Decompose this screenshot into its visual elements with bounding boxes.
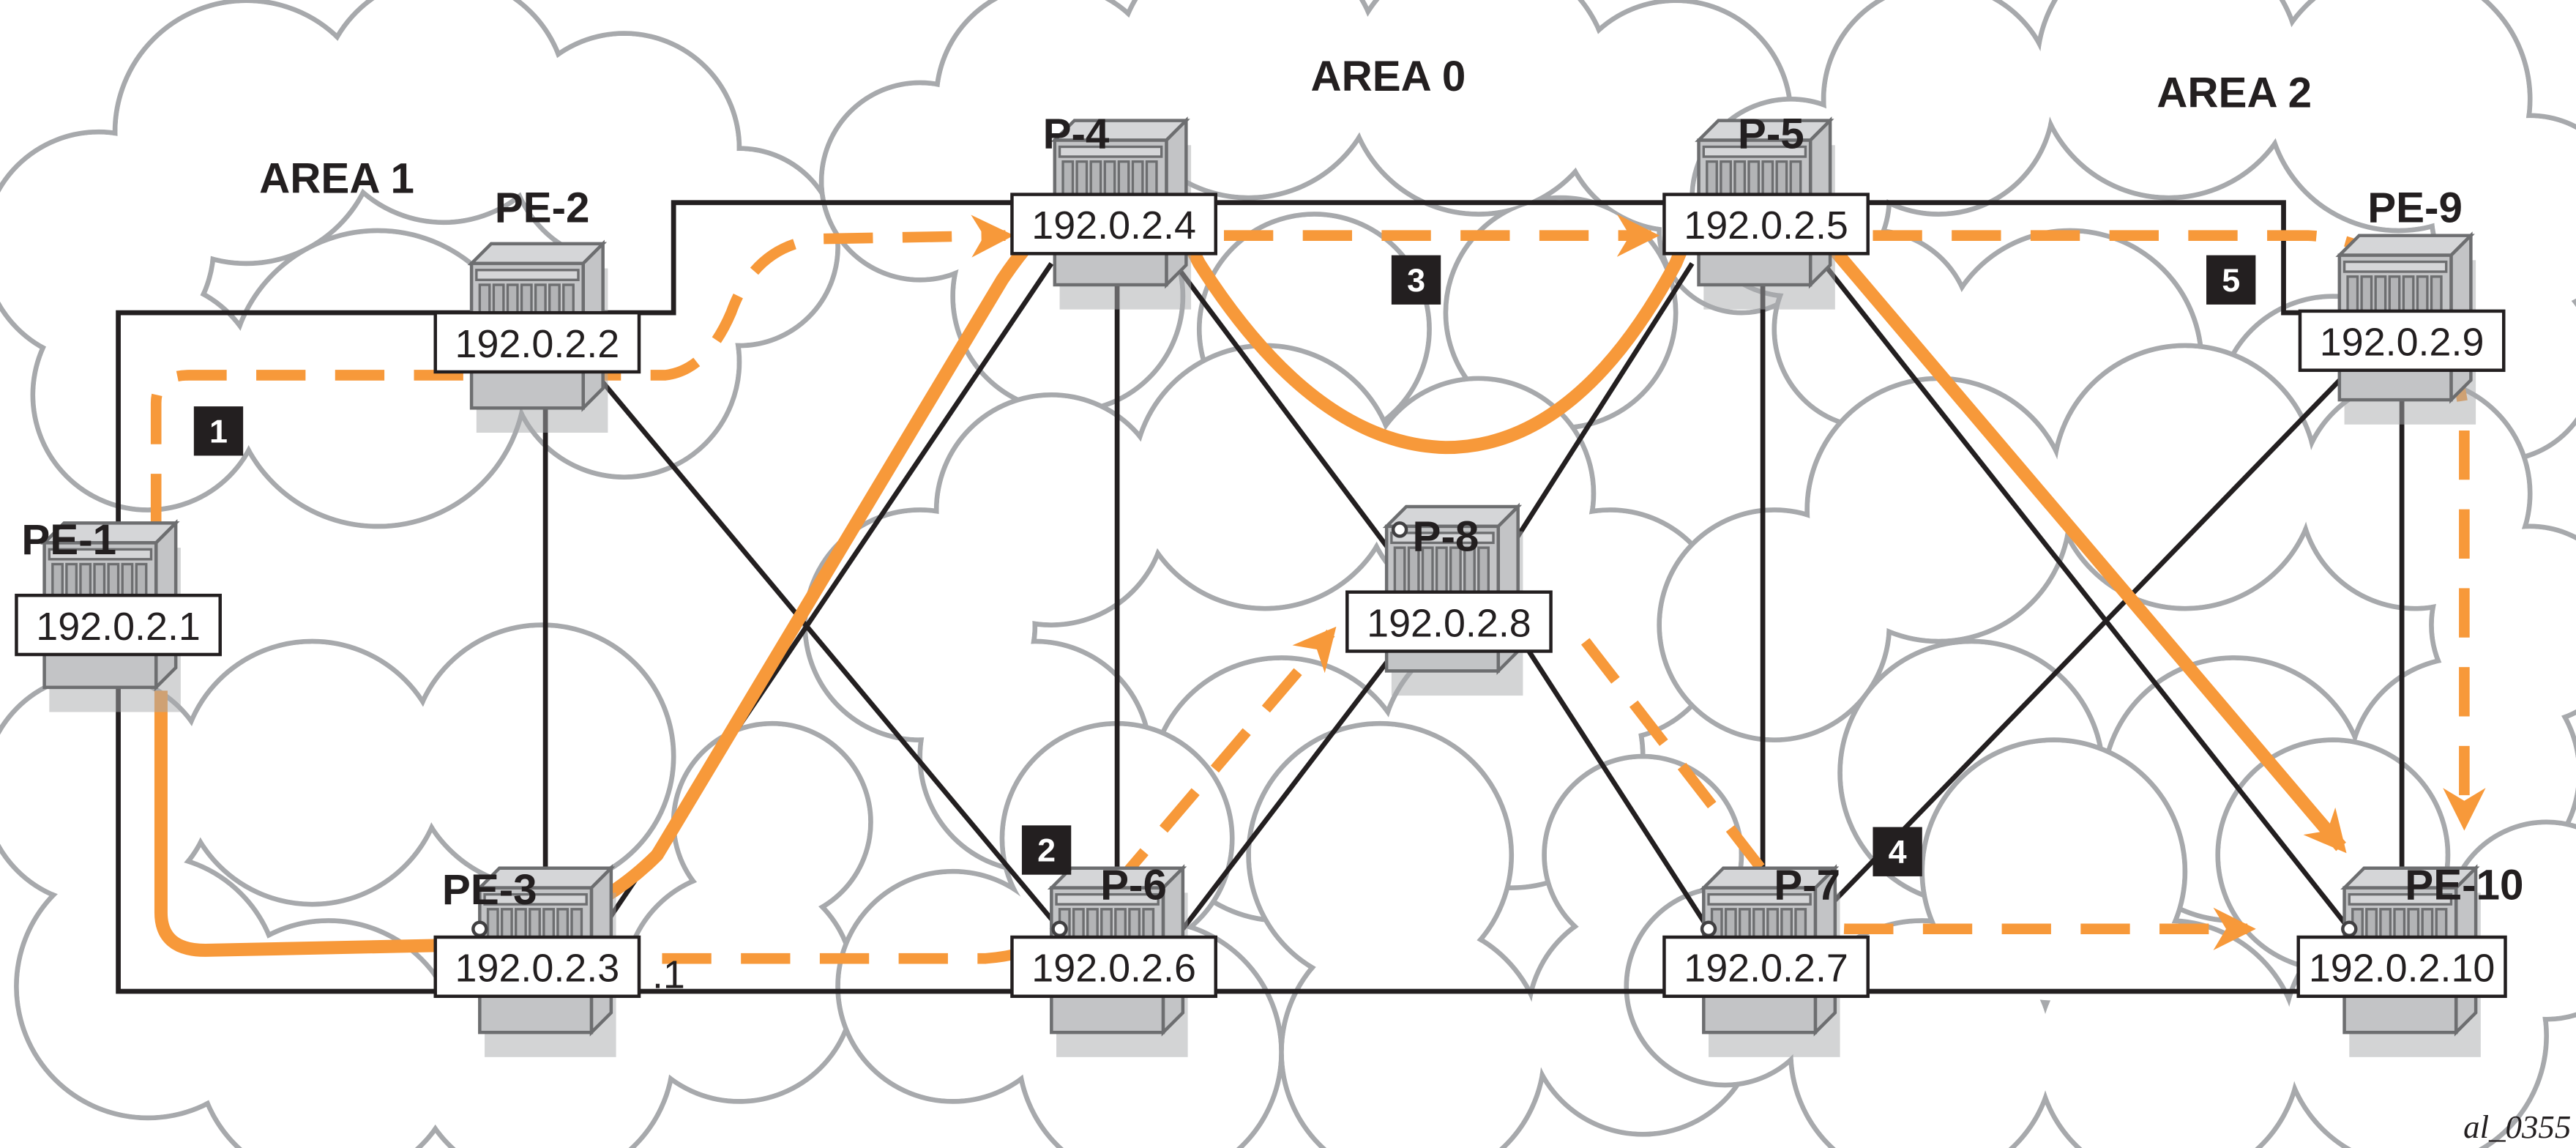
area-label-area1: AREA 1	[259, 154, 414, 202]
link-6	[1172, 261, 1399, 561]
interface-label: .1	[652, 953, 685, 997]
dashed-path-0	[150, 215, 1015, 523]
ip-box	[2298, 309, 2506, 372]
router-p4[interactable]: 192.0.2.4 P-4	[1010, 111, 1217, 310]
link-12	[1181, 648, 1399, 931]
step-number: 5	[2222, 261, 2240, 299]
router-ip: 192.0.2.4	[1031, 204, 1196, 247]
router-p7[interactable]: 192.0.2.7 P-7	[1662, 861, 1870, 1057]
router-ip: 192.0.2.7	[1684, 947, 1848, 991]
router-pe9[interactable]: 192.0.2.9 PE-9	[2298, 184, 2506, 425]
area-label-area2: AREA 2	[2157, 70, 2312, 117]
interface-dot	[1051, 920, 1068, 937]
router-p5[interactable]: 192.0.2.5 P-5	[1662, 111, 1870, 310]
router-ip: 192.0.2.3	[455, 947, 620, 991]
cloud-0	[0, 0, 840, 529]
router-name: PE-1	[21, 516, 116, 564]
step-number: 4	[1889, 833, 1907, 871]
step-marker-4: 4	[1873, 827, 1922, 876]
router-name: P-4	[1043, 111, 1110, 158]
step-marker-2: 2	[1021, 825, 1072, 875]
router-p8[interactable]: 192.0.2.8 P-8	[1345, 502, 1553, 696]
step-number: 2	[1037, 832, 1056, 869]
physical-links	[116, 200, 2405, 994]
step-number: 3	[1407, 261, 1425, 299]
router-name: P-8	[1413, 513, 1479, 561]
router-pe1[interactable]: 192.0.2.1 PE-1	[15, 516, 222, 712]
ip-box	[433, 935, 641, 999]
ip-box	[1662, 935, 1870, 999]
router-pe2[interactable]: 192.0.2.2 PE-2	[433, 184, 641, 433]
link-1	[116, 657, 2333, 994]
link-3	[597, 376, 1062, 931]
router-name: P-5	[1738, 111, 1804, 158]
router-ip: 192.0.2.5	[1684, 204, 1848, 247]
interface-dot	[2341, 920, 2358, 937]
step-marker-1: 1	[193, 406, 244, 456]
ip-box	[1010, 193, 1217, 256]
router-ip: 192.0.2.1	[36, 605, 201, 649]
step-marker-3: 3	[1391, 255, 1441, 305]
interface-dot	[471, 920, 488, 937]
ip-box	[433, 310, 641, 374]
router-name: PE-2	[495, 184, 590, 232]
router-p6[interactable]: 192.0.2.6 P-6	[1010, 861, 1217, 1057]
router-name: P-7	[1774, 861, 1840, 909]
interface-dot	[1391, 521, 1408, 538]
link-0	[116, 200, 2333, 658]
ip-box	[2296, 935, 2507, 999]
router-ip: 192.0.2.8	[1367, 601, 1531, 645]
figure-id: al_0355	[2463, 1108, 2571, 1145]
router-name: P-6	[1100, 861, 1167, 909]
link-9	[1821, 261, 2351, 931]
link-13	[1526, 648, 1711, 931]
ip-box	[1010, 935, 1217, 999]
area-label-area0: AREA 0	[1310, 53, 1466, 100]
router-pe10[interactable]: 192.0.2.10 PE-10	[2296, 861, 2524, 1057]
ip-box	[1345, 590, 1553, 653]
link-7	[1501, 262, 1695, 561]
router-name: PE-3	[442, 866, 537, 914]
router-pe3[interactable]: 192.0.2.3 PE-3	[433, 864, 641, 1057]
router-ip: 192.0.2.9	[2320, 321, 2484, 365]
router-ip: 192.0.2.10	[2309, 947, 2495, 991]
ip-box	[15, 593, 222, 657]
router-ip: 192.0.2.2	[455, 322, 620, 366]
router-ip: 192.0.2.6	[1031, 947, 1196, 991]
router-name: PE-9	[2367, 184, 2463, 232]
step-marker-5: 5	[2206, 255, 2256, 305]
interface-dot	[1700, 920, 1717, 937]
router-name: PE-10	[2405, 861, 2523, 909]
ip-box	[1662, 193, 1870, 256]
step-number: 1	[209, 412, 228, 450]
